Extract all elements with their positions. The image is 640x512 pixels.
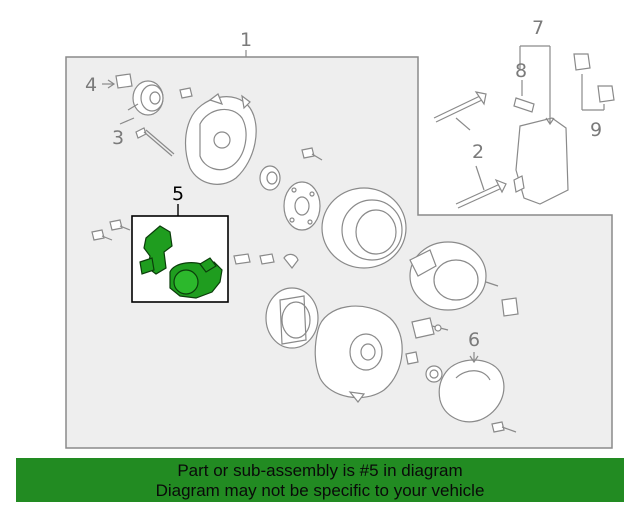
callout-2: 2 — [472, 141, 484, 163]
front-housing — [184, 93, 257, 185]
part-4-cap — [102, 73, 133, 89]
bearing — [259, 165, 281, 191]
stator — [321, 187, 407, 269]
callout-3: 3 — [112, 127, 124, 149]
callout-4: 4 — [85, 74, 97, 96]
part-2-through-bolts — [433, 91, 507, 209]
part-5-regulator[interactable] — [139, 225, 223, 299]
screws-left — [91, 219, 131, 241]
callout-1: 1 — [240, 29, 252, 51]
brush-bolt — [411, 317, 449, 339]
cover-bolt — [491, 421, 517, 433]
rotor-cap — [501, 297, 519, 317]
rotor — [409, 241, 499, 311]
part-8-clip — [513, 80, 535, 113]
retainer-plate — [283, 181, 321, 231]
bushings — [233, 253, 299, 269]
banner-line-1: Part or sub-assembly is #5 in diagram — [177, 461, 463, 480]
callout-5: 5 — [172, 183, 184, 205]
part-7-bracket — [513, 45, 569, 205]
callout-6: 6 — [468, 329, 480, 351]
nut-washer — [405, 351, 443, 383]
rear-housing — [314, 305, 403, 403]
callout-9: 9 — [590, 119, 602, 141]
part-3-pulley — [119, 80, 193, 157]
callout-8: 8 — [515, 60, 527, 82]
part-9-caps — [573, 53, 615, 111]
banner-line-2: Diagram may not be specific to your vehi… — [155, 481, 485, 500]
small-bolt — [301, 147, 323, 161]
rectifier — [265, 287, 319, 349]
info-banner: Part or sub-assembly is #5 in diagram Di… — [16, 458, 624, 502]
part-6-rear-cover — [438, 352, 505, 423]
callout-7: 7 — [532, 17, 544, 39]
